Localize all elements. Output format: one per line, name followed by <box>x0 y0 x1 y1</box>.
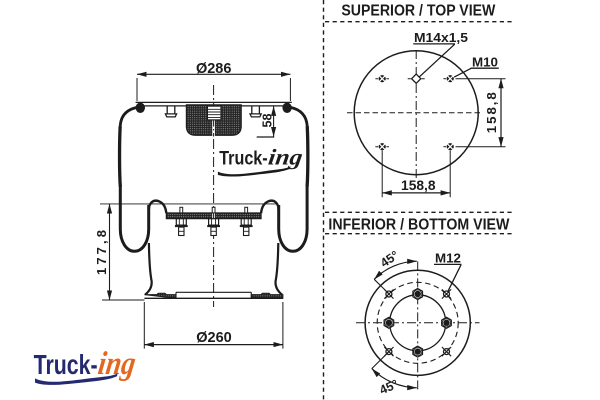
svg-text:M10: M10 <box>472 54 498 69</box>
svg-text:INFERIOR / BOTTOM VIEW: INFERIOR / BOTTOM VIEW <box>328 216 510 233</box>
svg-text:158,8: 158,8 <box>401 178 436 193</box>
svg-text:177,8: 177,8 <box>94 230 109 275</box>
svg-text:ing: ing <box>96 345 138 382</box>
svg-text:45°: 45° <box>377 377 400 397</box>
svg-text:M12: M12 <box>435 250 461 265</box>
svg-text:158,8: 158,8 <box>484 92 499 133</box>
svg-text:Ø260: Ø260 <box>196 329 232 346</box>
svg-text:M14x1,5: M14x1,5 <box>414 30 468 45</box>
svg-text:Ø286: Ø286 <box>196 60 232 77</box>
svg-text:58: 58 <box>261 114 275 128</box>
svg-text:ing: ing <box>267 145 304 170</box>
svg-text:45°: 45° <box>378 248 402 270</box>
svg-text:SUPERIOR / TOP VIEW: SUPERIOR / TOP VIEW <box>341 2 496 19</box>
svg-text:Truck-: Truck- <box>34 349 98 380</box>
svg-text:Truck-: Truck- <box>219 148 268 170</box>
